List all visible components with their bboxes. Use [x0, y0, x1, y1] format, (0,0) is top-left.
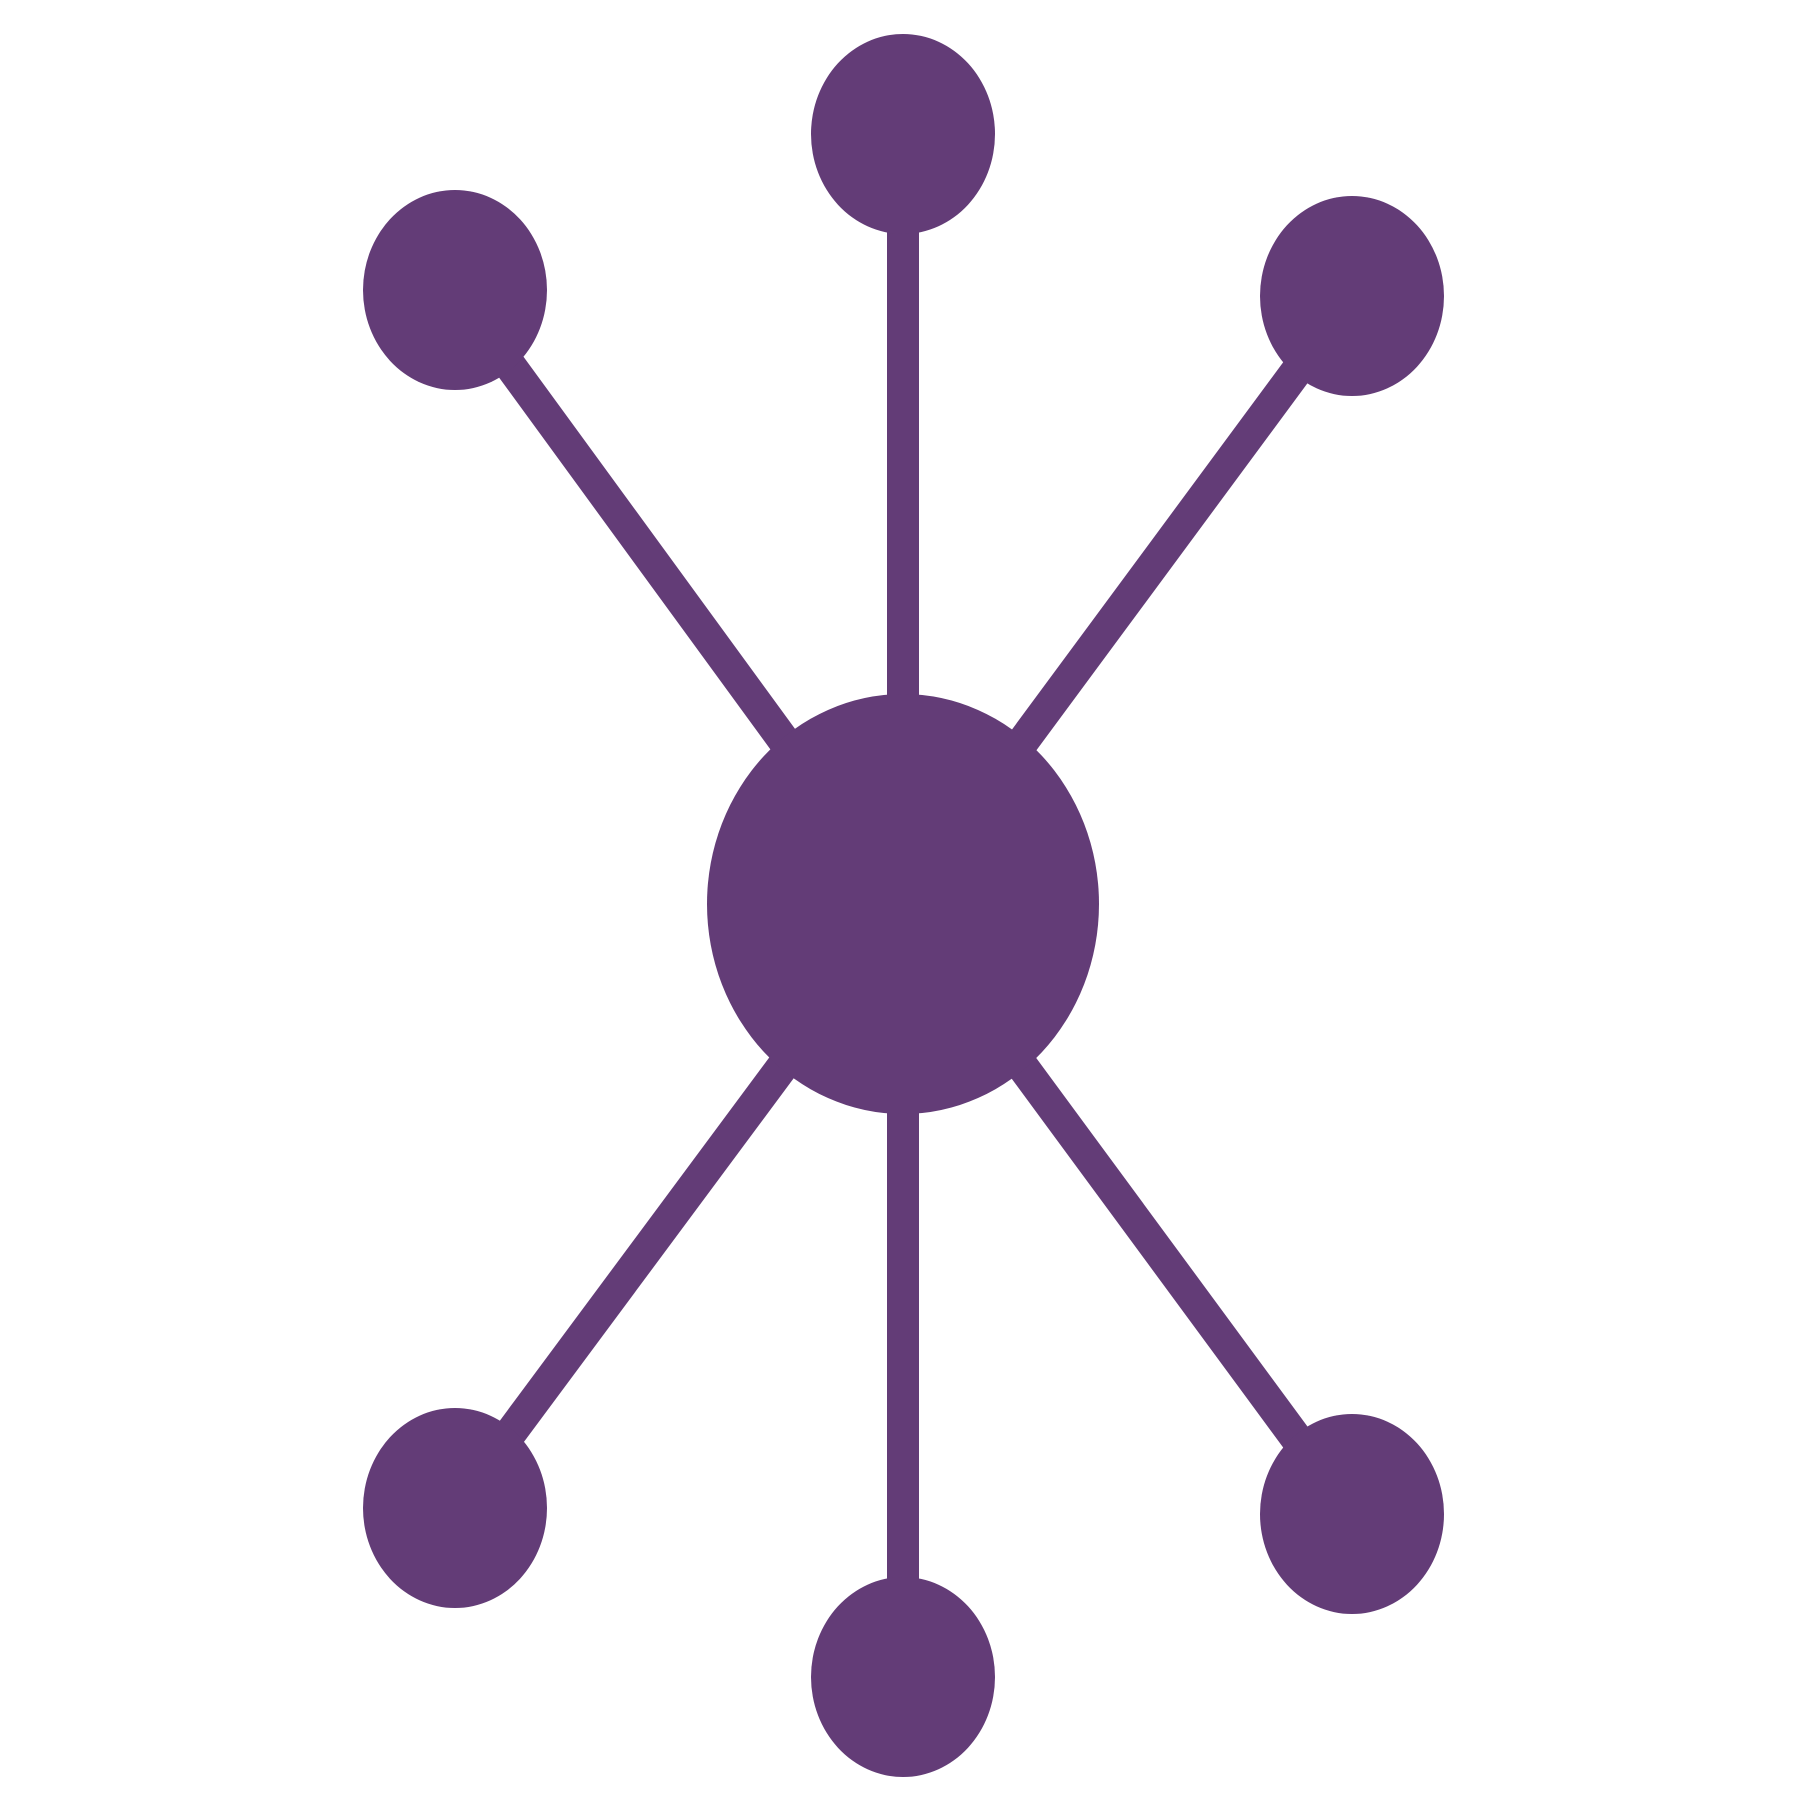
outer-node-upper-right: [1260, 196, 1444, 396]
outer-node-lower-left: [363, 1408, 547, 1608]
outer-node-top: [811, 34, 995, 234]
outer-node-bottom: [811, 1577, 995, 1777]
nodes: [363, 34, 1444, 1777]
outer-node-lower-right: [1260, 1414, 1444, 1614]
outer-node-upper-left: [363, 190, 547, 390]
central-hub-node: [707, 694, 1099, 1114]
